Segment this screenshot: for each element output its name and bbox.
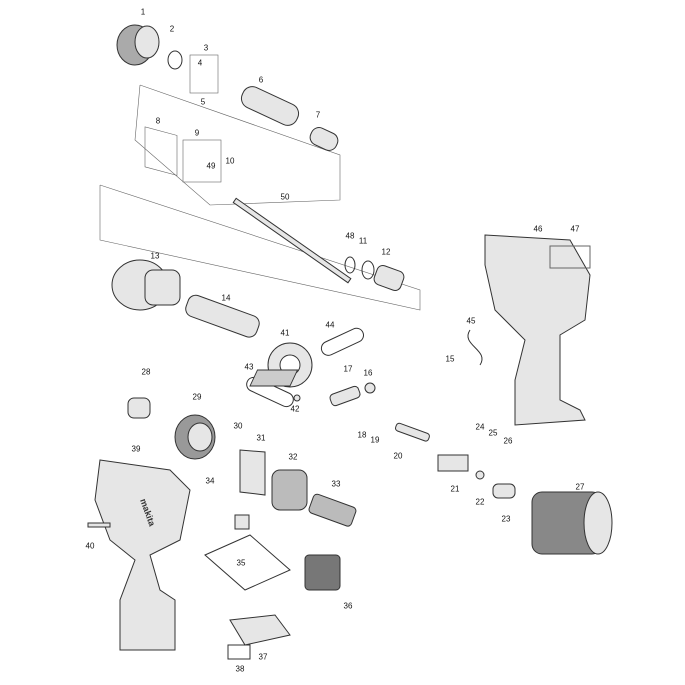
part-label-11: 11 <box>358 236 368 246</box>
part-44-bracket <box>320 327 365 356</box>
part-46-housing-half <box>484 234 591 426</box>
part-label-3: 3 <box>203 43 209 53</box>
part-label-37: 37 <box>258 652 268 662</box>
part-label-30: 30 <box>233 421 243 431</box>
part-label-41: 41 <box>280 328 290 338</box>
part-label-42: 42 <box>290 404 300 414</box>
part-29-motor-housing <box>174 414 216 460</box>
part-label-23: 23 <box>501 514 511 524</box>
part-15-board <box>249 369 299 387</box>
part-label-47: 47 <box>570 224 580 234</box>
part-label-8: 8 <box>155 116 161 126</box>
part-label-34: 34 <box>205 476 215 486</box>
part-label-43: 43 <box>244 362 254 372</box>
part-label-39: 39 <box>131 444 141 454</box>
part-label-29: 29 <box>192 392 202 402</box>
part-31-plate <box>239 449 266 496</box>
part-label-48: 48 <box>345 231 355 241</box>
part-37-terminal <box>229 614 291 646</box>
part-17-switch <box>329 385 361 407</box>
part-label-17: 17 <box>343 364 353 374</box>
part-39-housing <box>94 459 191 651</box>
part-label-6: 6 <box>258 75 264 85</box>
part-21-bracket <box>437 454 469 472</box>
part-label-45: 45 <box>466 316 476 326</box>
part-50-shaft <box>232 197 352 284</box>
part-label-7: 7 <box>315 110 321 120</box>
part-label-19: 19 <box>370 435 380 445</box>
part-13-gear-housing <box>111 259 181 311</box>
part-47-label <box>549 245 591 269</box>
part-28-bearing <box>127 397 151 419</box>
part-label-27: 27 <box>575 482 585 492</box>
part-label-28: 28 <box>141 367 151 377</box>
part-label-33: 33 <box>331 479 341 489</box>
part-label-46: 46 <box>533 224 543 234</box>
part-40-screw <box>87 522 111 528</box>
part-16-ring <box>364 382 376 394</box>
part-label-1: 1 <box>140 7 146 17</box>
part-6-sleeve <box>240 86 300 126</box>
part-label-16: 16 <box>363 368 373 378</box>
part-label-20: 20 <box>393 451 403 461</box>
guide-box-upper <box>134 84 341 206</box>
part-1-sleeve <box>116 24 160 66</box>
part-48-ring <box>344 256 356 274</box>
part-45-cable <box>467 329 483 366</box>
part-label-36: 36 <box>343 601 353 611</box>
part-27-battery-cover <box>531 491 613 555</box>
part-12-bush <box>373 265 405 291</box>
part-11-ring <box>361 260 375 280</box>
part-22-washer <box>475 470 485 480</box>
part-label-13: 13 <box>150 251 160 261</box>
part-label-49: 49 <box>206 161 216 171</box>
part-label-40: 40 <box>85 541 95 551</box>
part-label-44: 44 <box>325 320 335 330</box>
part-36-switch <box>304 554 341 591</box>
part-label-2: 2 <box>169 24 175 34</box>
part-label-26: 26 <box>503 436 513 446</box>
part-label-12: 12 <box>381 247 391 257</box>
part-23-bush <box>492 483 516 499</box>
part-3-box <box>189 54 219 94</box>
part-label-10: 10 <box>225 156 235 166</box>
part-2-ring <box>167 50 183 70</box>
part-32-stator <box>271 469 308 511</box>
part-33-rotor <box>308 493 357 527</box>
part-label-25: 25 <box>488 428 498 438</box>
part-9-box <box>182 139 222 183</box>
part-42-screw <box>293 394 301 402</box>
part-label-35: 35 <box>236 558 246 568</box>
part-35-cap <box>234 514 250 530</box>
part-label-9: 9 <box>194 128 200 138</box>
part-8-box <box>144 126 178 176</box>
part-label-18: 18 <box>357 430 367 440</box>
part-label-15: 15 <box>445 354 455 364</box>
part-label-5: 5 <box>200 97 206 107</box>
part-label-21: 21 <box>450 484 460 494</box>
part-label-38: 38 <box>235 664 245 674</box>
part-label-4: 4 <box>197 58 203 68</box>
part-label-24: 24 <box>475 422 485 432</box>
part-7-collar <box>309 127 339 151</box>
part-label-22: 22 <box>475 497 485 507</box>
part-14-spindle <box>185 294 260 338</box>
part-label-32: 32 <box>288 452 298 462</box>
part-label-14: 14 <box>221 293 231 303</box>
part-35-box <box>204 534 291 591</box>
part-label-50: 50 <box>280 192 290 202</box>
part-20-pin <box>395 422 430 442</box>
part-38-label <box>227 644 251 660</box>
part-label-31: 31 <box>256 433 266 443</box>
